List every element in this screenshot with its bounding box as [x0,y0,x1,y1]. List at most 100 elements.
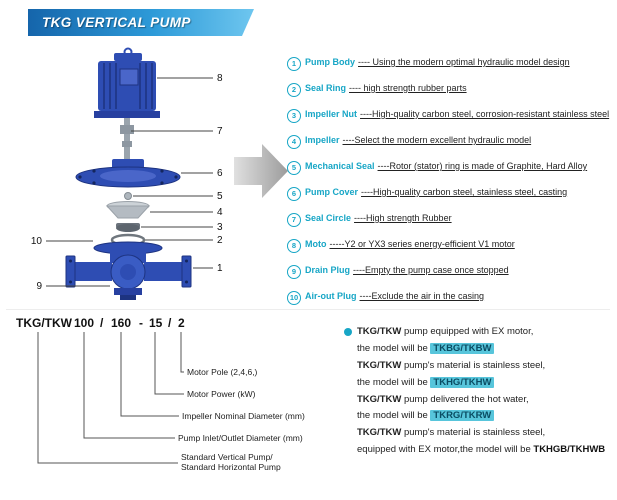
motor [94,47,160,118]
part-number-badge: 3 [287,109,301,123]
note-text: the model will be [357,410,431,422]
part-description: ----High strength Rubber [354,213,452,223]
note-text: pump's material is stainless steel, [401,427,546,439]
page-title: TKG VERTICAL PUMP [42,15,191,30]
part-name: Air-out Plug [305,291,357,301]
bullet-icon [344,328,352,336]
section-divider [6,309,610,310]
part-name: Impeller [305,135,340,145]
model-code-segment: 100 [74,316,94,330]
impeller [105,201,151,219]
model-code-label: Pump Inlet/Outlet Diameter (mm) [178,433,303,443]
note-model-prefix: TKG/TKW [357,427,402,439]
model-variant-notes: TKG/TKW pump equipped with EX motor, the… [344,326,617,461]
note-text: pump equipped with EX motor, [401,326,534,337]
callout-number: 4 [217,207,223,218]
part-name: Seal Ring [305,83,347,93]
part-description: -----Y2 or YX3 series energy-efficient V… [329,239,515,249]
model-code-label: Motor Pole (2,4,6,) [187,367,258,377]
pump-exploded-diagram: 8 7 6 5 4 3 2 10 1 9 [31,47,288,300]
part-number-badge: 8 [287,239,301,253]
callout-number: 7 [217,126,223,137]
parts-list: 1 Pump Body---- Using the modern optimal… [287,57,613,305]
note-item: TKG/TKW pump's material is stainless ste… [357,360,617,388]
model-code-segment: TKG/TKW [16,316,73,330]
model-nomenclature-diagram: TKG/TKW 100 / 160 - 15 / 2 Motor Pole (2… [16,316,305,472]
transition-arrow-icon [234,144,288,198]
part-number-badge: 6 [287,187,301,201]
model-code-segment: 15 [149,316,163,330]
part-name: Drain Plug [305,265,351,275]
model-code-segment: - [139,316,143,330]
parts-list-item: 1 Pump Body---- Using the modern optimal… [287,57,613,71]
parts-list-item: 8 Moto-----Y2 or YX3 series energy-effic… [287,239,613,253]
part-name: Impeller Nut [305,109,358,119]
parts-list-item: 10 Air-out Plug----Exclude the air in th… [287,291,613,305]
model-code-chip: TKBG/TKBW [430,342,495,354]
model-code-segment: / [168,316,172,330]
note-text: pump's material is stainless steel, [401,359,546,371]
note-text: the model will be [357,342,431,354]
parts-list-item: 9 Drain Plug----Empty the pump case once… [287,265,613,279]
part-number-badge: 2 [287,83,301,97]
pump-cover [75,159,181,188]
parts-list-item: 7 Seal Circle----High strength Rubber [287,213,613,227]
note-text: pump delivered the hot water, [401,393,529,405]
part-description: ----Exclude the air in the casing [359,291,485,301]
part-number-badge: 1 [287,57,301,71]
parts-list-item: 3 Impeller Nut----High-quality carbon st… [287,109,613,123]
part-name: Pump Cover [305,187,359,197]
pump-body [65,241,192,300]
callout-number: 6 [217,168,223,179]
model-code-label: Standard Horizontal Pump [181,462,281,472]
callout-number: 10 [31,236,43,247]
part-name: Pump Body [305,57,356,67]
callout-number: 1 [217,263,223,274]
part-number-badge: 10 [287,291,301,305]
motor-shaft [120,118,134,160]
model-code-segment: / [100,316,104,330]
part-name: Moto [305,239,327,249]
part-description: ----Empty the pump case once stopped [353,265,509,275]
callout-number: 3 [217,222,223,233]
note-model-prefix: TKG/TKW [357,393,402,405]
model-code-label: Standard Vertical Pump/ [181,452,273,462]
note-item: TKG/TKW pump equipped with EX motor, the… [357,326,617,354]
model-code-segment: 160 [111,316,131,330]
callout-number: 9 [36,281,42,292]
part-description: ---- Using the modern optimal hydraulic … [358,57,570,67]
page-title-banner: TKG VERTICAL PUMP [28,9,254,36]
note-model-prefix: TKG/TKW [357,326,402,337]
model-code-chip: TKHG/TKHW [430,376,495,388]
note-model-prefix: TKG/TKW [357,359,402,371]
model-code-label: Impeller Nominal Diameter (mm) [182,411,305,421]
callout-number: 8 [217,73,223,84]
part-description: ----Rotor (stator) ring is made of Graph… [377,161,588,171]
part-name: Seal Circle [305,213,352,223]
part-name: Mechanical Seal [305,161,375,171]
callout-lines [46,77,213,287]
parts-list-item: 6 Pump Cover----High-quality carbon stee… [287,187,613,201]
note-item: TKG/TKW pump delivered the hot water, th… [357,394,617,422]
part-description: ----High-quality carbon steel, corrosion… [360,109,610,119]
note-text: the model will be [357,376,431,388]
model-code-chip: TKRG/TKRW [430,410,495,422]
model-code-label: Motor Power (kW) [187,389,256,399]
parts-list-item: 4 Impeller----Select the modern excellen… [287,135,613,149]
part-description: ---- high strength rubber parts [349,83,467,93]
note-item: TKG/TKW pump's material is stainless ste… [357,427,617,455]
nomenclature-leader-lines [37,332,184,464]
model-code-segment: 2 [178,316,185,330]
part-number-badge: 5 [287,161,301,175]
impeller-nut [124,192,132,200]
parts-list-item: 2 Seal Ring---- high strength rubber par… [287,83,613,97]
callout-number: 5 [217,191,223,202]
parts-list-item: 5 Mechanical Seal----Rotor (stator) ring… [287,161,613,175]
part-number-badge: 4 [287,135,301,149]
callout-number: 2 [217,235,223,246]
mechanical-seal [116,223,140,232]
part-description: ----High-quality carbon steel, stainless… [361,187,568,197]
part-number-badge: 9 [287,265,301,279]
part-description: ----Select the modern excellent hydrauli… [342,135,532,145]
